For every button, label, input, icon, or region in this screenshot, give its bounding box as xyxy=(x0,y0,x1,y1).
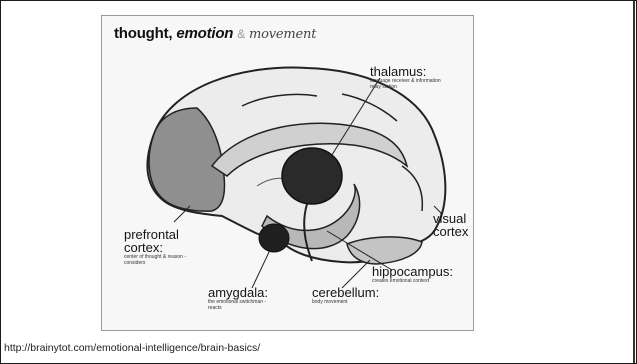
thalamus-region xyxy=(282,148,342,204)
amygdala-pointer xyxy=(252,250,270,288)
cerebellum-pointer xyxy=(342,260,370,288)
cerebellum-label: cerebellum: body movement xyxy=(312,286,379,305)
amygdala-region xyxy=(259,224,289,252)
source-url[interactable]: http://brainytot.com/emotional-intellige… xyxy=(4,342,260,354)
prefrontal-label: prefrontal cortex: center of thought & r… xyxy=(124,228,194,266)
thalamus-label: thalamus: language receiver & informatio… xyxy=(370,65,450,90)
brain-figure: thought, emotion & movement xyxy=(101,15,474,331)
slide-edge xyxy=(633,1,635,363)
amygdala-label: amygdala: the emotional switchman - reac… xyxy=(208,286,268,311)
hippocampus-label: hippocampus: creates emotional context xyxy=(372,265,453,284)
cerebellum-region xyxy=(347,237,422,264)
visual-cortex-label: visual cortex xyxy=(433,212,471,238)
